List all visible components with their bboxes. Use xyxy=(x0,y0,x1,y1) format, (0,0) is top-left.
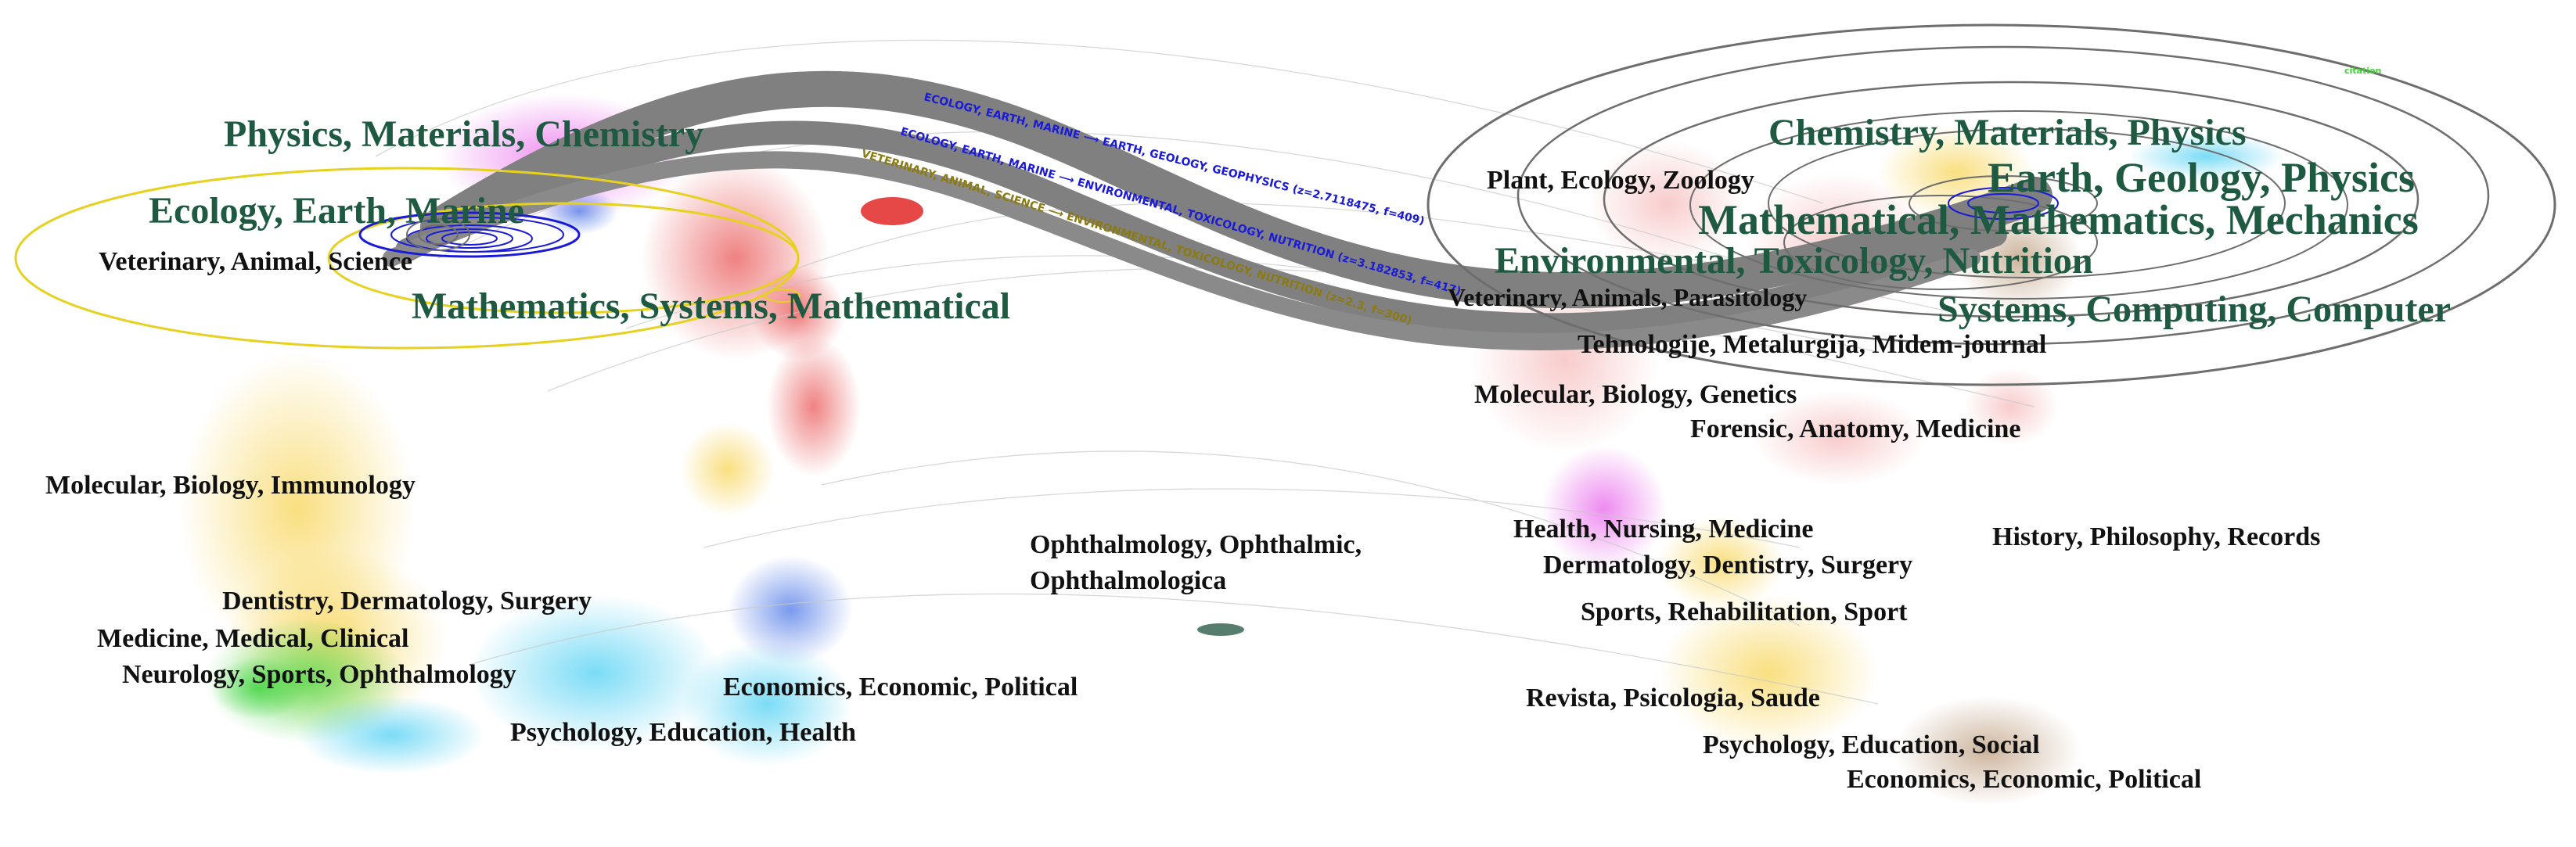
left-label-veterinary: Veterinary, Animal, Science xyxy=(99,247,413,276)
right-label-molecular-biology: Molecular, Biology, Genetics xyxy=(1474,380,1797,409)
center-label-ophthalmology-line1: Ophthalmology, Ophthalmic, xyxy=(1030,530,1362,559)
right-label-forensic: Forensic, Anatomy, Medicine xyxy=(1690,415,2021,443)
left-label-ecology-earth-marine: Ecology, Earth, Marine xyxy=(149,190,524,231)
right-label-sports: Sports, Rehabilitation, Sport xyxy=(1581,598,1908,626)
right-label-plant-ecology: Plant, Ecology, Zoology xyxy=(1487,166,1754,195)
left-overlay-ellipses xyxy=(14,167,801,350)
left-label-economics: Economics, Economic, Political xyxy=(723,673,1078,702)
right-label-mathematical-mechanics: Mathematical, Mathematics, Mechanics xyxy=(1698,196,2419,243)
right-overlay-ellipses xyxy=(1427,23,2556,386)
right-label-economics: Economics, Economic, Political xyxy=(1847,765,2202,794)
right-label-systems-computing: Systems, Computing, Computer xyxy=(1937,289,2452,330)
left-label-neurology: Neurology, Sports, Ophthalmology xyxy=(122,660,516,689)
right-label-psychology: Psychology, Education, Social xyxy=(1703,730,2040,759)
left-label-medicine: Medicine, Medical, Clinical xyxy=(97,624,409,653)
main-flows xyxy=(383,70,2053,350)
left-label-dentistry: Dentistry, Dermatology, Surgery xyxy=(222,587,592,616)
right-label-earth-geology-physics: Earth, Geology, Physics xyxy=(1988,154,2416,201)
right-label-veterinary-animals: Veterinary, Animals, Parasitology xyxy=(1448,283,1808,311)
left-label-psychology: Psychology, Education, Health xyxy=(510,718,857,747)
right-label-tehnologije: Tehnologije, Metalurgija, Midem-journal xyxy=(1578,330,2047,359)
right-label-chemistry-materials-physics: Chemistry, Materials, Physics xyxy=(1768,112,2247,153)
right-label-dermatology: Dermatology, Dentistry, Surgery xyxy=(1543,551,1913,580)
left-label-physics-materials-chemistry: Physics, Materials, Chemistry xyxy=(224,113,704,155)
left-base-map xyxy=(180,94,923,774)
left-label-mathematics-systems: Mathematics, Systems, Mathematical xyxy=(412,285,1011,327)
right-label-health-nursing: Health, Nursing, Medicine xyxy=(1513,515,1814,544)
center-label-ophthalmology-line2: Ophthalmologica xyxy=(1030,566,1227,595)
right-tiny-label: citation xyxy=(2344,66,2382,76)
left-label-molecular-biology: Molecular, Biology, Immunology xyxy=(45,471,416,500)
right-label-history-philosophy: History, Philosophy, Records xyxy=(1992,522,2321,551)
right-base-map xyxy=(1471,125,2285,806)
right-label-revista: Revista, Psicologia, Saude xyxy=(1526,684,1820,712)
right-label-environmental-toxicology: Environmental, Toxicology, Nutrition xyxy=(1495,240,2093,282)
ophthalmology-cluster xyxy=(1197,623,1244,636)
